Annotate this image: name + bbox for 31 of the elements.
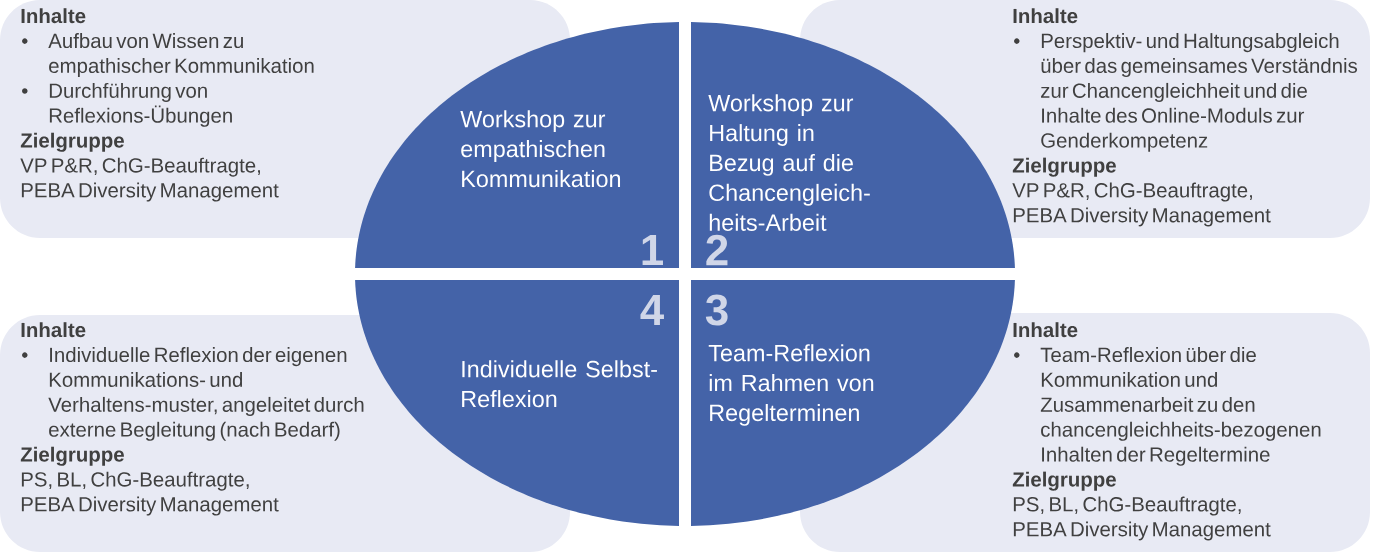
section-heading: Inhalte: [1013, 8, 1078, 24]
body-text: PS, BL, ChG-Beauftragte, PEBA Diversity Management: [21, 471, 279, 516]
segment-number: 3: [705, 294, 728, 326]
bullet: •: [1014, 38, 1020, 44]
segment-title: Individuelle Selbst-Reflexion: [462, 360, 657, 408]
bullet-item: Aufbau von Wissen zu empathischer Kommunikation: [48, 33, 314, 78]
section-heading: Zielgruppe: [1012, 471, 1116, 491]
section-heading: Inhalte: [21, 8, 86, 24]
segment-title: Team-Reflexion im Rahmen von Regelterminen: [708, 344, 874, 426]
section-heading: Inhalte: [1013, 322, 1078, 338]
segment-number: 4: [640, 294, 664, 326]
bullet-item: Perspektiv- und Haltungsabgleich über das gemeinsames Verständnis zur Chancengleichheit und die Inhalte des Online-Moduls zur Genderkompetenz: [1041, 33, 1358, 152]
bullet-item: Team-Reflexion über die Kommunikation und Zusammenarbeit zu den chancengleichheits-bezogenen Inhalten der Regeltermine: [1040, 347, 1321, 466]
body-text: VP P&R, ChG-Beauftragte, PEBA Diversity Management: [1012, 182, 1271, 227]
bullet: •: [22, 352, 28, 358]
segment-title: Workshop zur empathischen Kommunikation: [460, 110, 621, 188]
bullet: •: [22, 38, 28, 44]
segment-number: 2: [706, 234, 728, 266]
bullet: •: [1014, 352, 1020, 358]
section-heading: Inhalte: [21, 322, 86, 338]
bullet-item: Individuelle Reflexion der eigenen Kommunikations- und Verhaltens-muster, angeleitet durch externe Begleitung (nach Bedarf): [48, 347, 364, 441]
quadrant-segment: [355, 22, 679, 268]
section-heading: Zielgruppe: [20, 132, 124, 152]
segment-number: 1: [642, 234, 663, 266]
body-text: VP P&R, ChG-Beauftragte, PEBA Diversity Management: [20, 157, 279, 202]
bullet-item: Durchführung von Reflexions-Übungen: [49, 82, 232, 127]
section-heading: Zielgruppe: [1012, 157, 1116, 177]
body-text: PS, BL, ChG-Beauftragte, PEBA Diversity Management: [1013, 496, 1271, 541]
segment-title: Workshop zur Haltung in Bezug auf die Chancengleich-heits-Arbeit: [708, 94, 870, 231]
bullet: •: [22, 88, 28, 94]
section-heading: Zielgruppe: [20, 446, 124, 466]
